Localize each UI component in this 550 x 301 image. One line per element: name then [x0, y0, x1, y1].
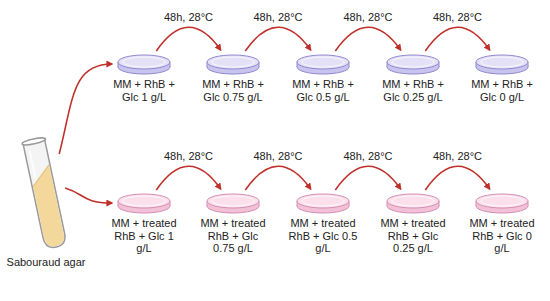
- plate-label: MM + treated RhB + Glc 0 g/L: [465, 217, 539, 255]
- plate-label: MM + treated RhB + Glc 0.75 g/L: [196, 217, 270, 255]
- transfer-arrow: [425, 166, 489, 190]
- incubation-label: 48h, 28°C: [431, 150, 484, 163]
- plate-label: MM + RhB + Glc 1 g/L: [107, 78, 181, 103]
- plate-label: MM + treated RhB + Glc 1 g/L: [107, 217, 181, 255]
- medium-tube: Sabouraud agar: [4, 136, 88, 269]
- transfer-arrow: [425, 27, 489, 51]
- culture-plate: MM + treated RhB + Glc 1 g/L: [107, 192, 181, 255]
- incubation-label: 48h, 28°C: [341, 11, 394, 24]
- petri-dish: [295, 192, 351, 214]
- petri-dish: [385, 53, 441, 75]
- culture-plate: MM + treated RhB + Glc 0 g/L: [465, 192, 539, 255]
- transfer-arrow: [335, 166, 400, 190]
- plate-label: MM + treated RhB + Glc 0.25 g/L: [376, 217, 450, 255]
- transfer-arrow: [245, 166, 310, 190]
- culture-plate: MM + RhB + Glc 1 g/L: [107, 53, 181, 103]
- transfer-arrow: [59, 64, 112, 154]
- petri-dish: [474, 192, 530, 214]
- transfer-arrow: [65, 188, 112, 203]
- culture-plate: MM + RhB + Glc 0.5 g/L: [286, 53, 360, 103]
- transfer-arrow: [335, 27, 400, 51]
- petri-dish: [116, 53, 172, 75]
- plate-label: MM + treated RhB + Glc 0.5 g/L: [286, 217, 360, 255]
- culture-plate: MM + RhB + Glc 0 g/L: [465, 53, 539, 103]
- plate-label: MM + RhB + Glc 0.25 g/L: [376, 78, 450, 103]
- medium-label: Sabouraud agar: [4, 256, 88, 269]
- petri-dish: [295, 53, 351, 75]
- incubation-label: 48h, 28°C: [431, 11, 484, 24]
- transfer-arrow: [245, 27, 310, 51]
- incubation-label: 48h, 28°C: [251, 11, 304, 24]
- petri-dish: [205, 192, 261, 214]
- incubation-label: 48h, 28°C: [162, 11, 215, 24]
- culture-plate: MM + treated RhB + Glc 0.25 g/L: [376, 192, 450, 255]
- transfer-arrow: [156, 27, 220, 51]
- plate-label: MM + RhB + Glc 0.75 g/L: [196, 78, 270, 103]
- petri-dish: [116, 192, 172, 214]
- culture-plate: MM + RhB + Glc 0.25 g/L: [376, 53, 450, 103]
- petri-dish: [385, 192, 441, 214]
- test-tube: [16, 136, 76, 252]
- incubation-label: 48h, 28°C: [341, 150, 394, 163]
- petri-dish: [205, 53, 261, 75]
- petri-dish: [474, 53, 530, 75]
- culture-plate: MM + treated RhB + Glc 0.5 g/L: [286, 192, 360, 255]
- culture-plate: MM + RhB + Glc 0.75 g/L: [196, 53, 270, 103]
- plate-label: MM + RhB + Glc 0 g/L: [465, 78, 539, 103]
- incubation-label: 48h, 28°C: [251, 150, 304, 163]
- incubation-label: 48h, 28°C: [162, 150, 215, 163]
- transfer-arrow: [156, 166, 220, 190]
- plate-label: MM + RhB + Glc 0.5 g/L: [286, 78, 360, 103]
- culture-plate: MM + treated RhB + Glc 0.75 g/L: [196, 192, 270, 255]
